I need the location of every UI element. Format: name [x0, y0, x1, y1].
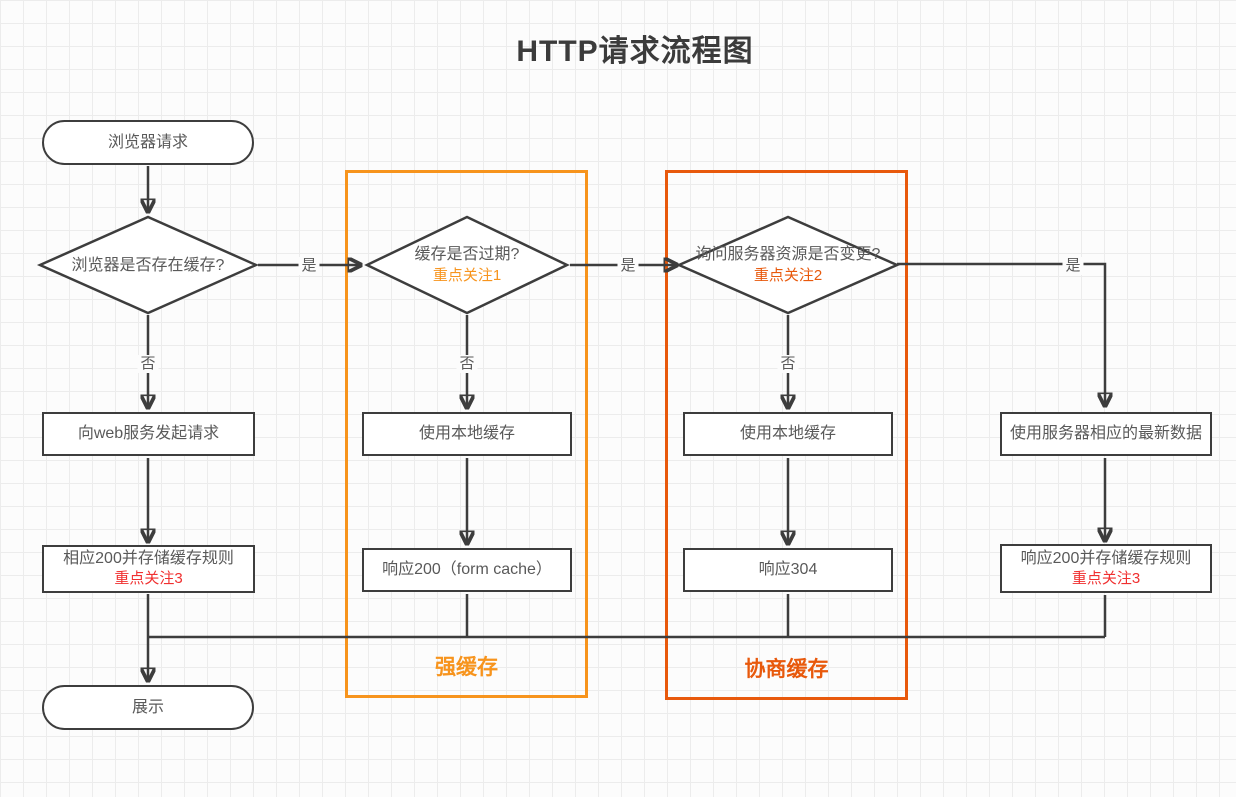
node-use-server-data: 使用服务器相应的最新数据 [1000, 412, 1212, 456]
page-title: HTTP请求流程图 [516, 35, 754, 68]
node-resp-200-store-right: 响应200并存储缓存规则 重点关注3 [1000, 544, 1212, 593]
group-negotiate-cache: 协商缓存 [665, 170, 908, 700]
edge-d3-yes-to-server-data [897, 262, 1105, 405]
node-start: 浏览器请求 [42, 120, 254, 165]
node-use-local-cache-1-label: 使用本地缓存 [418, 425, 515, 442]
node-end: 展示 [42, 685, 254, 730]
node-use-local-cache-2: 使用本地缓存 [683, 412, 893, 456]
node-resp-200-store-left-note: 重点关注3 [114, 570, 183, 587]
node-use-local-cache-2-label: 使用本地缓存 [739, 425, 836, 442]
edge-label-no-1: 否 [137, 355, 159, 373]
node-end-label: 展示 [131, 698, 164, 716]
node-request-web: 向web服务发起请求 [42, 412, 255, 456]
node-start-label: 浏览器请求 [107, 133, 188, 151]
diamond-cache-expired [364, 215, 570, 315]
edge-label-no-2: 否 [456, 355, 478, 373]
diamond-browser-cache [36, 215, 260, 315]
node-resp-200-store-left-label: 相应200并存储缓存规则 [63, 550, 234, 567]
node-resp-200-store-right-note: 重点关注3 [1071, 569, 1141, 587]
edge-label-yes-3: 是 [1062, 257, 1084, 275]
node-resp-200-from-cache: 响应200（form cache） [362, 548, 572, 592]
node-resp-200-from-cache-label: 响应200（form cache） [382, 561, 552, 578]
edge-label-yes-1: 是 [298, 257, 320, 275]
node-use-server-data-label: 使用服务器相应的最新数据 [1009, 425, 1202, 442]
group-strong-cache-label: 强缓存 [435, 656, 498, 679]
edge-label-yes-2: 是 [617, 257, 639, 275]
group-negotiate-cache-label: 协商缓存 [744, 658, 829, 681]
node-use-local-cache-1: 使用本地缓存 [362, 412, 572, 456]
diamond-server-changed [675, 215, 901, 315]
edge-label-no-3: 否 [777, 355, 799, 373]
group-strong-cache: 强缓存 [345, 170, 588, 698]
node-resp-304: 响应304 [683, 548, 893, 592]
node-resp-200-store-left: 相应200并存储缓存规则 重点关注3 [42, 545, 255, 593]
node-resp-304-label: 响应304 [758, 561, 818, 578]
node-request-web-label: 向web服务发起请求 [77, 425, 220, 442]
node-resp-200-store-right-label: 响应200并存储缓存规则 [1020, 549, 1192, 567]
